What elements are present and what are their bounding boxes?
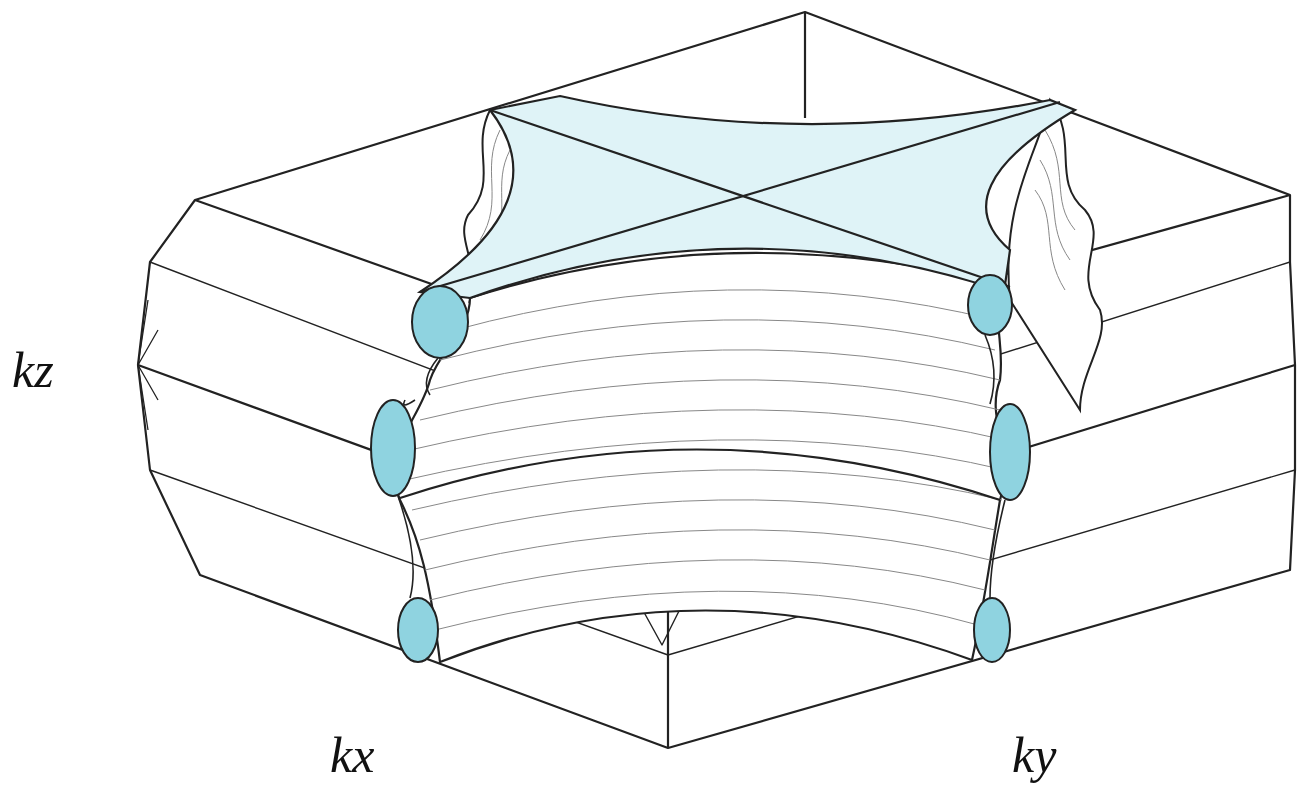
zone-edge — [804, 12, 806, 118]
contour-lines — [405, 290, 1005, 630]
fermi-cylinder — [394, 253, 1005, 662]
axis-label: ky — [1012, 730, 1056, 780]
fermi-cross-section — [420, 96, 1075, 298]
fermi-pockets — [371, 275, 1030, 662]
zone-facet — [138, 300, 158, 430]
axis-label: kx — [330, 730, 374, 780]
zone-outline — [138, 12, 1295, 748]
axis-label: kz — [12, 345, 54, 395]
